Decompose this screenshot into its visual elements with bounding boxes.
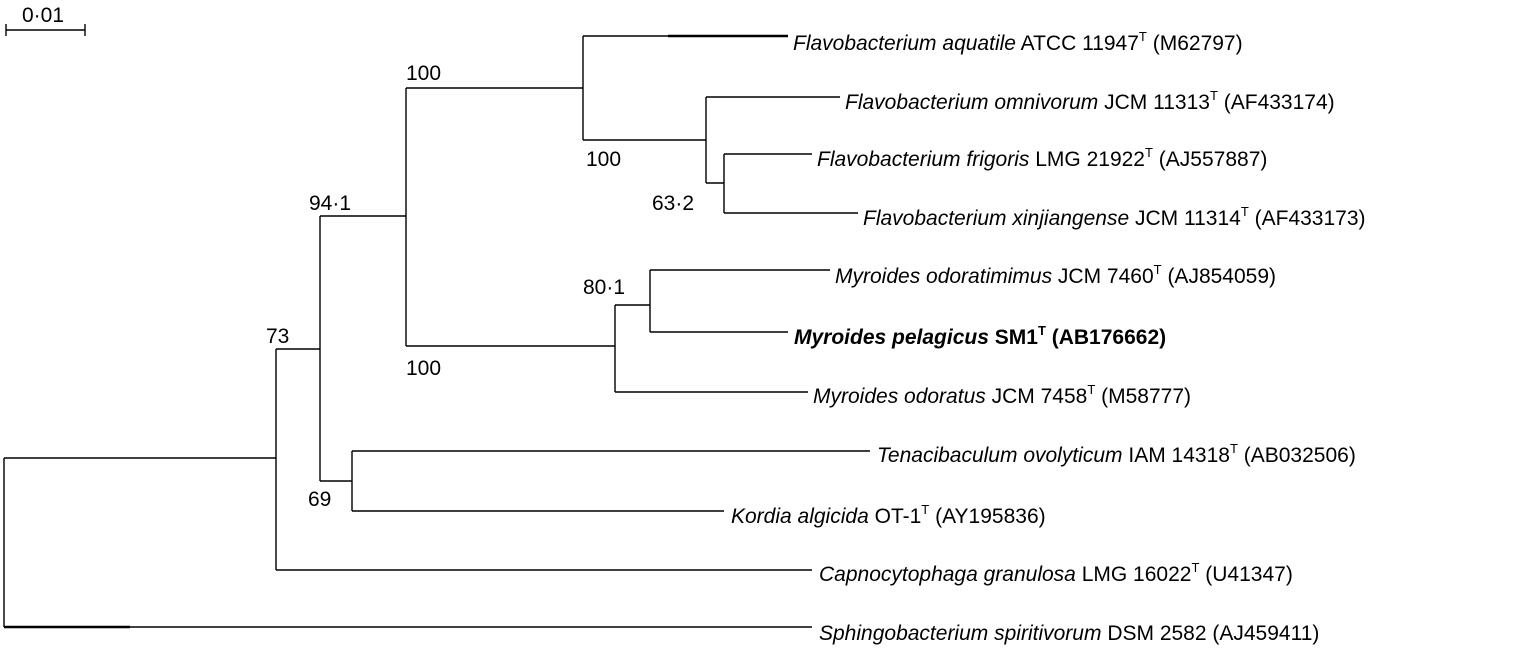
support-value: 100 bbox=[406, 357, 441, 380]
taxon-label: Kordia algicida OT-1T (AY195836) bbox=[731, 496, 1046, 528]
support-value: 69 bbox=[308, 488, 331, 511]
taxon-label: Tenacibaculum ovolyticum IAM 14318T (AB0… bbox=[877, 435, 1356, 467]
bootstrap-values: 100 100 63·2 94·1 80·1 100 73 69 bbox=[266, 62, 694, 511]
taxon-label: Flavobacterium omnivorum JCM 11313T (AF4… bbox=[845, 82, 1335, 114]
support-value: 94·1 bbox=[309, 192, 351, 215]
support-value: 80·1 bbox=[583, 276, 625, 299]
scale-bar: 0·01 bbox=[5, 4, 86, 36]
taxon-label-highlighted: Myroides pelagicus SM1T (AB176662) bbox=[794, 317, 1166, 349]
taxon-label: Sphingobacterium spiritivorum DSM 2582 (… bbox=[819, 622, 1319, 645]
taxon-label: Myroides odoratus JCM 7458T (M58777) bbox=[813, 376, 1191, 408]
taxon-label: Flavobacterium aquatile ATCC 11947T (M62… bbox=[793, 23, 1243, 55]
support-value: 100 bbox=[586, 148, 621, 171]
support-value: 63·2 bbox=[652, 192, 694, 215]
support-value: 100 bbox=[406, 62, 441, 85]
support-value: 73 bbox=[266, 325, 289, 348]
taxon-labels: Flavobacterium aquatile ATCC 11947T (M62… bbox=[731, 23, 1366, 645]
taxon-label: Flavobacterium xinjiangense JCM 11314T (… bbox=[863, 198, 1366, 230]
scale-bar-label: 0·01 bbox=[22, 4, 64, 27]
taxon-label: Flavobacterium frigoris LMG 21922T (AJ55… bbox=[817, 139, 1267, 171]
taxon-label: Capnocytophaga granulosa LMG 16022T (U41… bbox=[819, 554, 1293, 586]
tree-branches bbox=[3, 34, 870, 629]
taxon-label: Myroides odoratimimus JCM 7460T (AJ85405… bbox=[835, 256, 1276, 288]
